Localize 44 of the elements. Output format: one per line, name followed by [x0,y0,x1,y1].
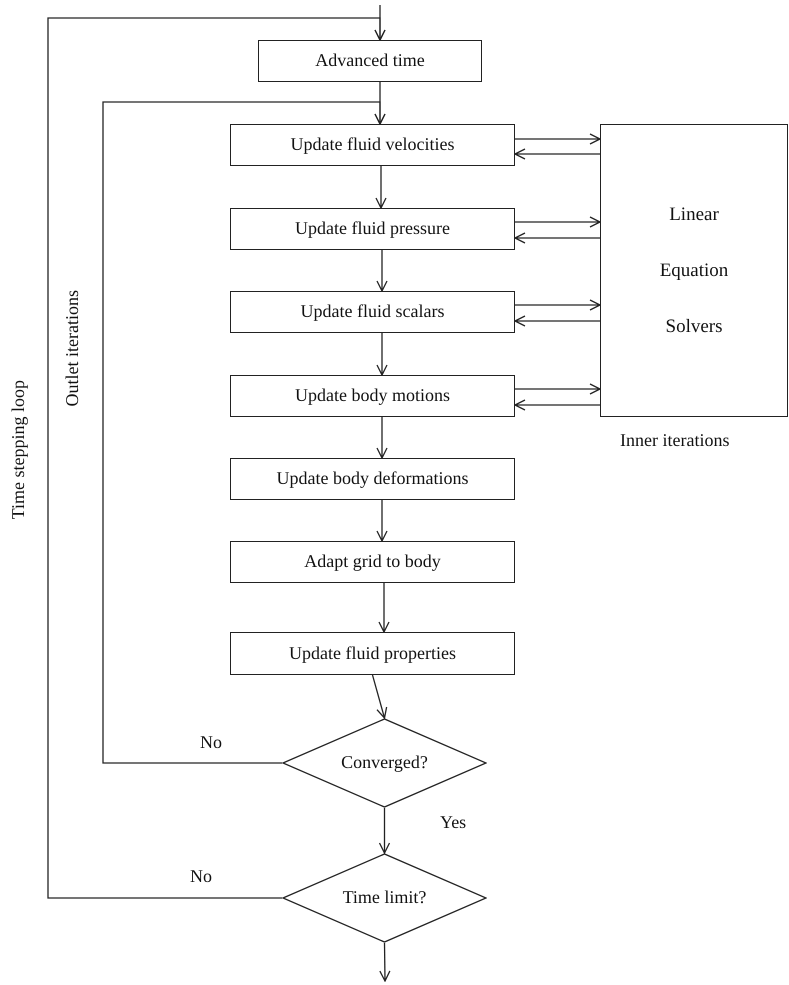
decision-diamond [282,853,487,943]
arrow [375,166,387,209]
process-text: Adapt grid to body [304,551,441,573]
arrow [372,674,388,719]
solver-box [600,124,788,417]
arrow [379,943,391,982]
arrow [515,299,601,311]
process-text: Update fluid velocities [290,134,454,156]
arrow [376,417,388,459]
process-box [258,40,482,82]
arrow [376,250,388,292]
process-box [230,124,515,166]
arrow [376,500,388,542]
arrow [514,399,600,411]
arrow [378,808,390,854]
arrow [102,101,386,764]
arrow [378,583,390,633]
loop-label: Outlet iterations [62,290,83,406]
arrow [514,148,600,160]
process-text: Update fluid properties [289,642,456,664]
arrow [47,17,386,899]
decision-diamond [282,718,487,808]
arrow [514,232,600,244]
decision-text: Time limit? [342,887,426,909]
arrow [514,315,600,327]
process-box [230,541,515,583]
process-text: Update fluid pressure [295,218,450,240]
arrow [515,383,601,395]
process-box [230,208,515,250]
node-caption: Inner iterations [620,430,730,451]
arrow [515,216,601,228]
process-text: Update body motions [295,385,450,407]
process-box [230,291,515,333]
process-box [230,458,515,500]
process-box [230,375,515,417]
solver-text: Linear Equation Solvers [658,202,730,338]
process-box [230,632,515,675]
process-text: Advanced time [315,50,425,72]
decision-text: Converged? [341,752,428,774]
loop-label: Time stepping loop [8,380,29,520]
process-text: Update body deformations [276,468,468,490]
arrow [515,133,601,145]
process-text: Update fluid scalars [300,301,444,323]
arrow [376,333,388,376]
